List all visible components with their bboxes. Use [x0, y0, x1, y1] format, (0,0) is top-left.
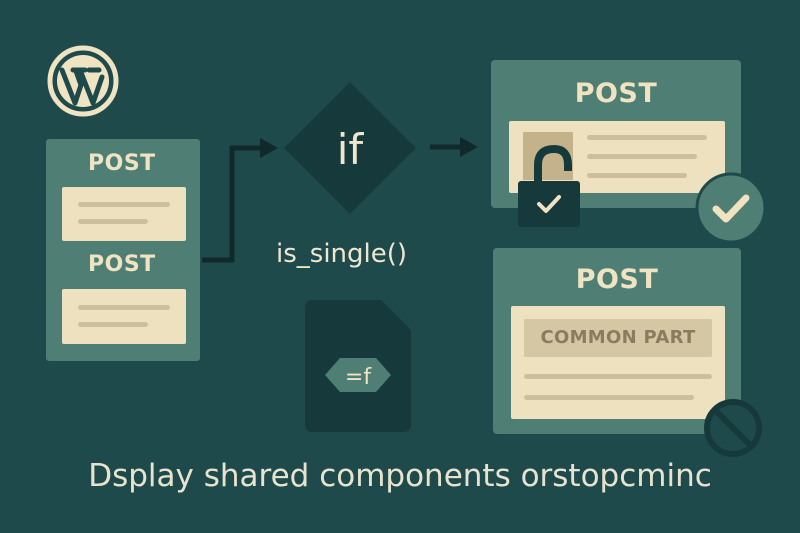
archive-post-title: POST — [575, 264, 659, 295]
if-decision-diamond: if — [282, 80, 418, 216]
unlock-icon — [516, 143, 582, 229]
post-label-bottom: POST — [88, 252, 156, 277]
post-content-bottom — [62, 289, 186, 344]
condition-label: is_single() — [276, 239, 408, 269]
archive-post-content: COMMON PART — [511, 306, 725, 419]
file-symbol: =f — [345, 365, 372, 390]
file-icon: =f — [305, 300, 411, 432]
no-entry-icon — [703, 398, 763, 458]
common-part-label: COMMON PART — [524, 319, 712, 357]
post-label-top: POST — [88, 151, 156, 176]
arrow-right-icon — [200, 130, 280, 270]
post-content-top — [62, 187, 186, 241]
single-post-title: POST — [574, 78, 658, 109]
post-list-card: POST POST — [46, 139, 200, 361]
caption-text: Dsplay shared components orstopcminc — [88, 458, 712, 494]
archive-post-card: POST COMMON PART — [493, 248, 741, 434]
single-post-card: POST — [491, 60, 741, 208]
if-keyword: if — [337, 125, 365, 174]
check-circle-icon — [695, 172, 767, 244]
wordpress-logo-icon — [47, 45, 119, 117]
single-post-content — [509, 121, 725, 193]
arrow-right-icon — [430, 135, 480, 159]
